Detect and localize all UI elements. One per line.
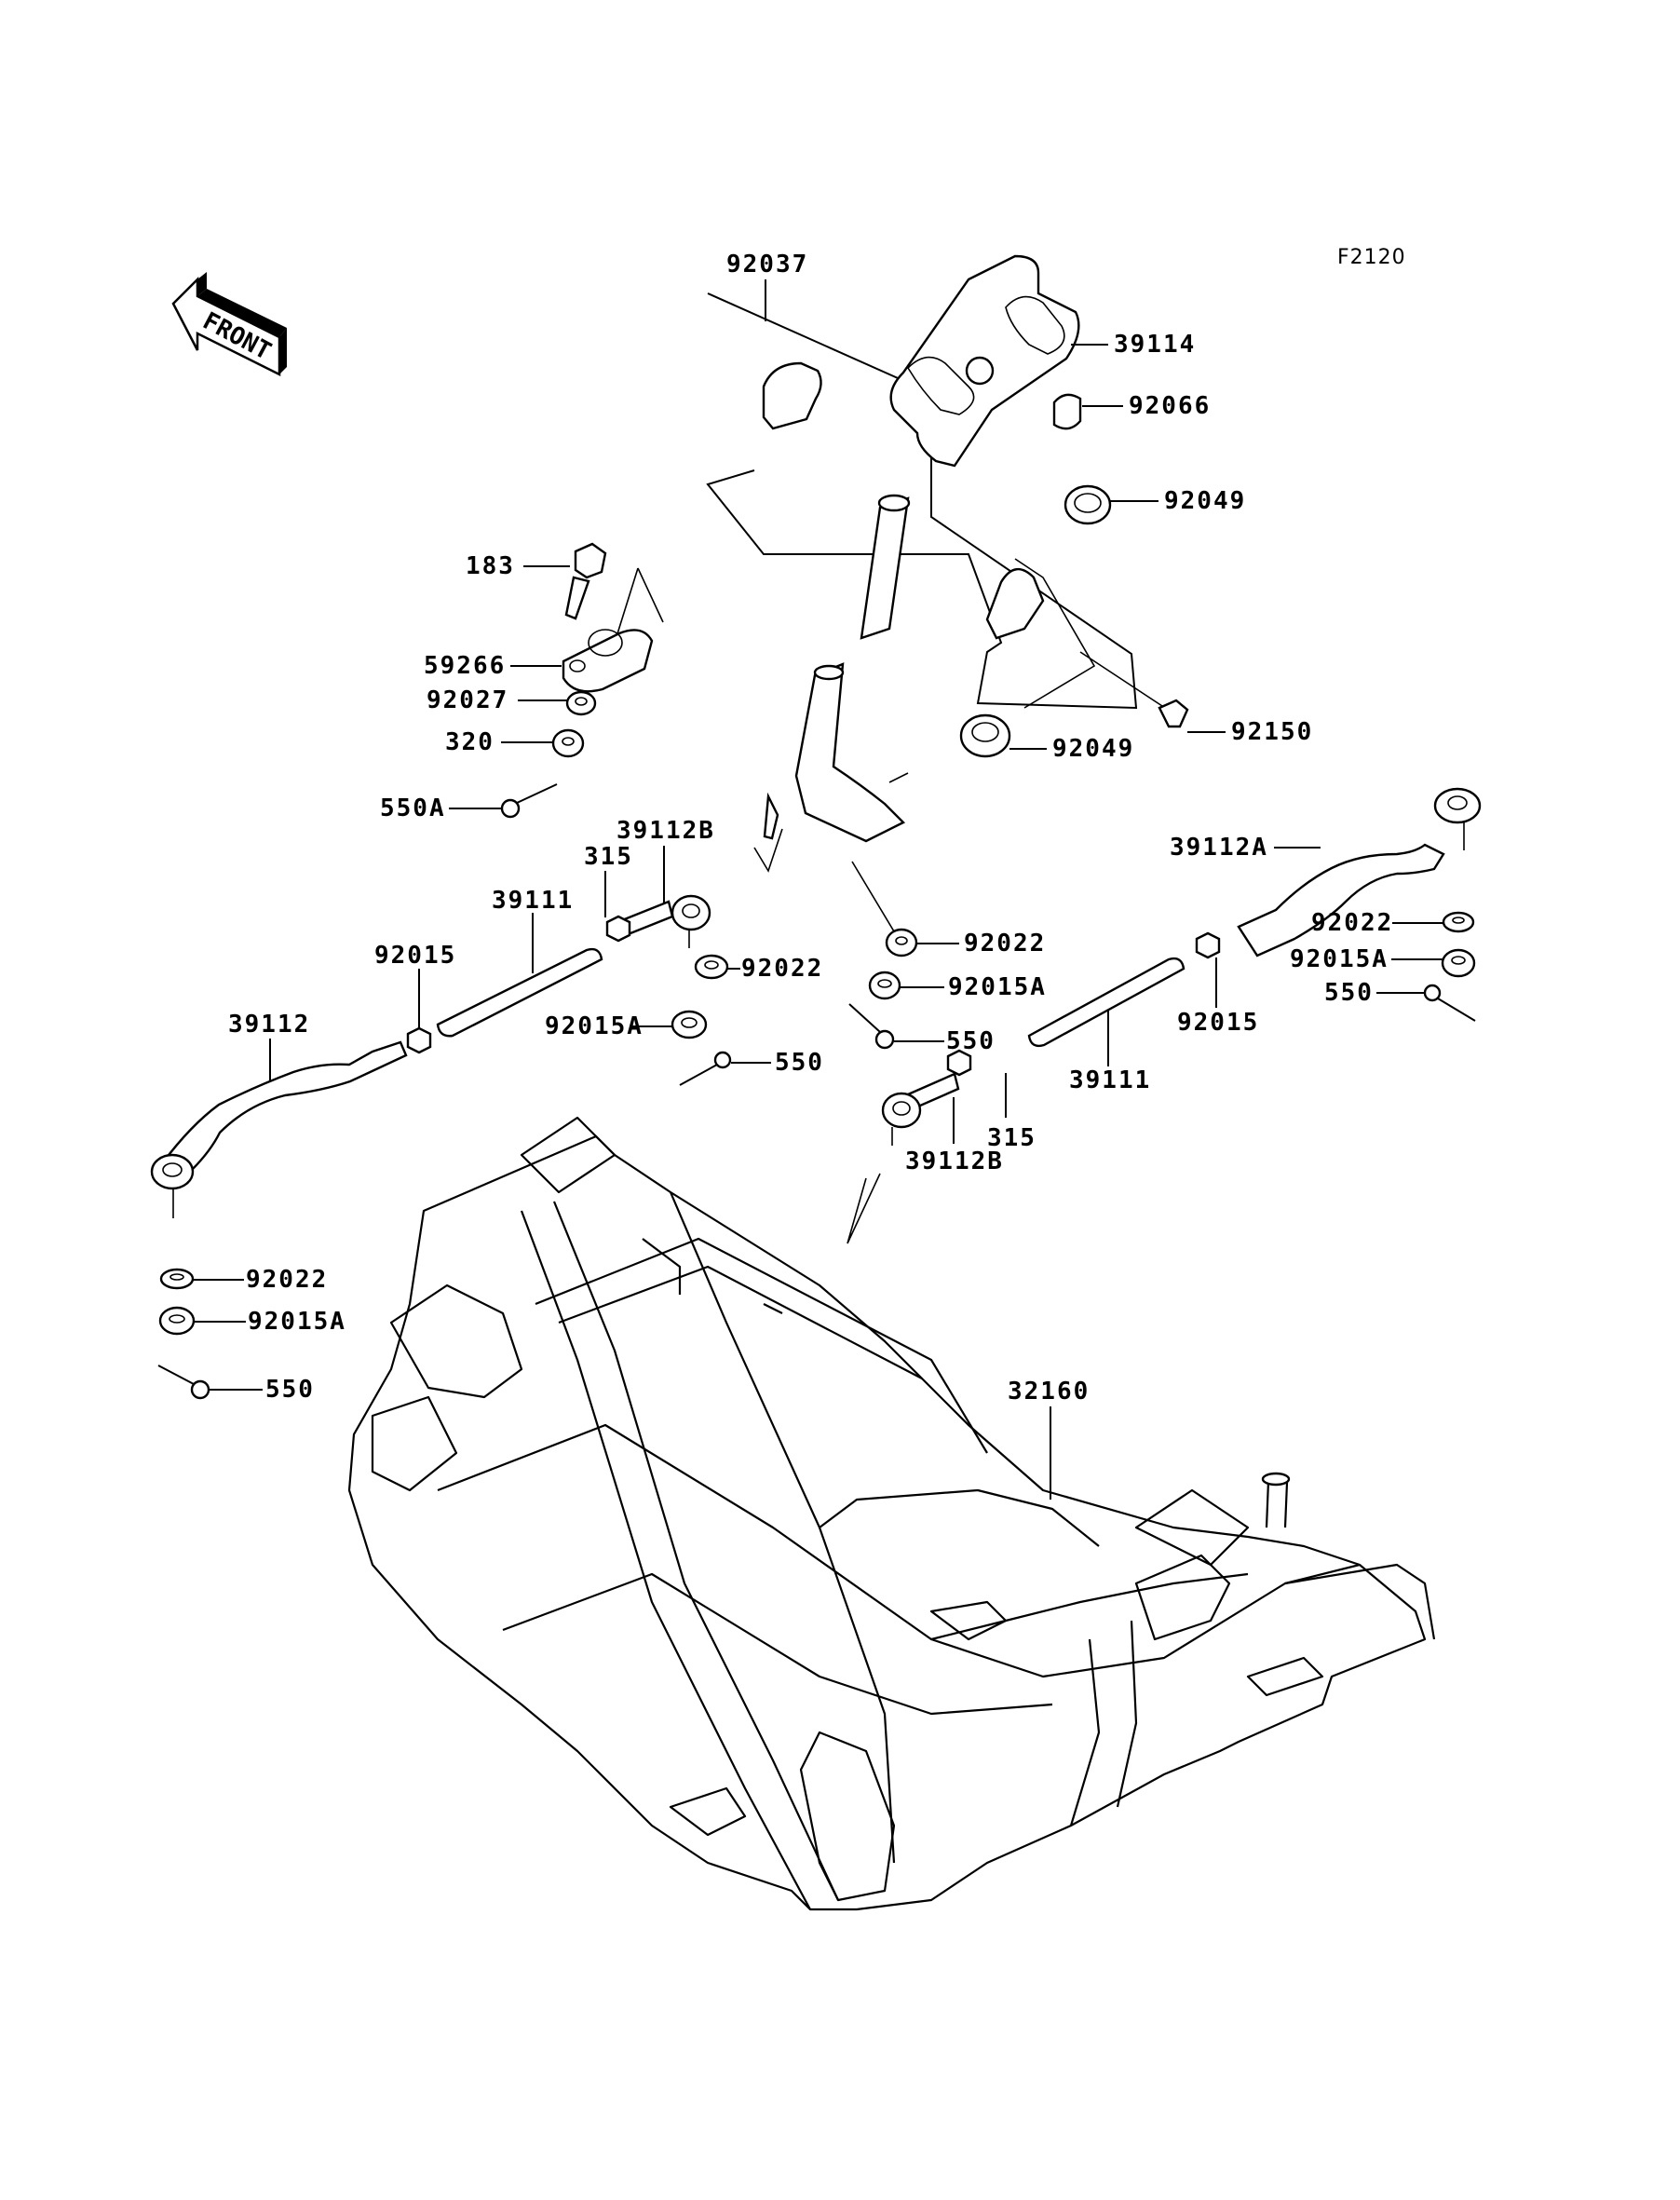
- part-39111-left[interactable]: 39111: [436, 887, 603, 1038]
- label-550A: 550A: [380, 794, 446, 822]
- label-92015-right: 92015: [1177, 1009, 1259, 1037]
- label-39114: 39114: [1114, 331, 1196, 359]
- label-39112: 39112: [228, 1011, 310, 1039]
- part-39112B-right[interactable]: 39112B: [881, 1072, 1004, 1175]
- part-39112B-left[interactable]: 39112B: [616, 817, 715, 948]
- part-92015A-center[interactable]: 92015A: [545, 1010, 708, 1040]
- part-92015A-left[interactable]: 92015A: [158, 1306, 346, 1336]
- part-92015-right[interactable]: 92015: [1177, 931, 1259, 1037]
- label-39112B-right: 39112B: [905, 1148, 1004, 1175]
- label-32160: 32160: [1008, 1378, 1090, 1406]
- steering-stem: [763, 494, 911, 843]
- label-320: 320: [445, 728, 495, 756]
- part-92037[interactable]: 92037: [706, 251, 1138, 710]
- part-39114[interactable]: 39114: [889, 254, 1197, 468]
- part-550-left[interactable]: 550: [157, 1365, 315, 1404]
- label-92150: 92150: [1231, 718, 1313, 746]
- part-39112[interactable]: 39112: [150, 1011, 408, 1218]
- leader-line: [851, 861, 902, 937]
- part-92015-left[interactable]: 92015: [374, 942, 456, 1054]
- leader-line: [614, 567, 639, 644]
- leader-line: [888, 772, 909, 783]
- label-39111-left: 39111: [492, 887, 574, 915]
- label-550-right: 550: [1324, 979, 1374, 1007]
- label-92022-left: 92022: [246, 1266, 328, 1294]
- leader-line: [847, 1173, 881, 1244]
- label-315-right: 315: [987, 1124, 1036, 1152]
- label-183: 183: [466, 552, 515, 580]
- front-arrow-icon: FRONT: [171, 272, 287, 377]
- part-32160[interactable]: 32160: [347, 1116, 1436, 1911]
- part-92022-right[interactable]: 92022: [1311, 909, 1475, 937]
- label-92015A-center: 92015A: [545, 1012, 644, 1040]
- part-550-center[interactable]: 550: [679, 1049, 824, 1086]
- label-92015A-center-right: 92015A: [948, 973, 1047, 1001]
- part-59266[interactable]: 59266: [424, 629, 654, 693]
- label-550-center-right: 550: [946, 1027, 996, 1055]
- label-92015A-left: 92015A: [248, 1308, 346, 1336]
- part-92027[interactable]: 92027: [427, 686, 597, 716]
- part-183[interactable]: 183: [466, 542, 607, 620]
- part-320[interactable]: 320: [445, 728, 585, 758]
- part-92015A-center-right[interactable]: 92015A: [868, 971, 1047, 1001]
- part-550-center-right[interactable]: 550: [848, 1003, 996, 1055]
- part-315-right[interactable]: 315: [946, 1049, 1036, 1152]
- label-39112A: 39112A: [1170, 834, 1268, 862]
- part-39112A[interactable]: 39112A: [1170, 787, 1482, 957]
- label-550-left: 550: [265, 1376, 315, 1404]
- part-92015A-right[interactable]: 92015A: [1290, 945, 1476, 978]
- label-92022-center-right: 92022: [964, 930, 1046, 957]
- label-92015-left: 92015: [374, 942, 456, 970]
- part-92150[interactable]: 92150: [985, 558, 1313, 746]
- label-92066: 92066: [1129, 392, 1211, 420]
- label-39111-right: 39111: [1069, 1066, 1151, 1094]
- figure-code: F2120: [1337, 246, 1406, 269]
- part-92049-upper[interactable]: 92049: [1064, 484, 1246, 525]
- label-92027: 92027: [427, 686, 508, 714]
- label-92037: 92037: [726, 251, 808, 278]
- part-550A[interactable]: 550A: [380, 783, 558, 822]
- label-92022-center: 92022: [741, 955, 823, 983]
- label-39112B-left: 39112B: [616, 817, 715, 845]
- leader-line: [753, 828, 783, 873]
- part-39111-right[interactable]: 39111: [1027, 957, 1185, 1094]
- part-92022-left[interactable]: 92022: [159, 1266, 328, 1294]
- label-92049-upper: 92049: [1164, 487, 1246, 515]
- part-92022-center-right[interactable]: 92022: [885, 928, 1046, 957]
- label-92015A-right: 92015A: [1290, 945, 1389, 973]
- part-550-right[interactable]: 550: [1324, 979, 1476, 1022]
- part-92022-center[interactable]: 92022: [694, 954, 823, 983]
- leader-line: [637, 567, 664, 623]
- label-550-center: 550: [775, 1049, 824, 1077]
- label-92049-lower: 92049: [1052, 735, 1134, 763]
- part-315-left[interactable]: 315: [584, 843, 633, 943]
- label-92022-right: 92022: [1311, 909, 1393, 937]
- label-59266: 59266: [424, 652, 506, 680]
- part-92066[interactable]: 92066: [1052, 392, 1211, 430]
- label-315-left: 315: [584, 843, 633, 871]
- part-92049-lower[interactable]: 92049: [959, 713, 1134, 763]
